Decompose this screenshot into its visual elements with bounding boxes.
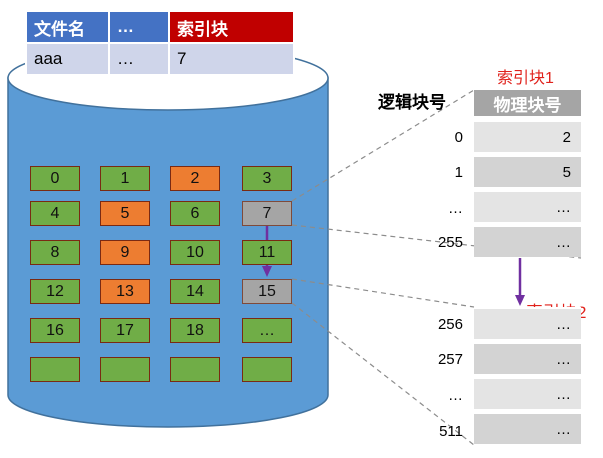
physical-cell: … (474, 307, 581, 339)
disk-block (100, 357, 150, 382)
disk-block (30, 357, 80, 382)
logical-number: 0 (454, 129, 463, 146)
disk-block: 16 (30, 318, 80, 343)
disk-block (170, 357, 220, 382)
cell-filename: aaa (25, 42, 110, 76)
disk-block: 5 (100, 201, 150, 226)
logical-number: 256 (437, 316, 463, 333)
disk-block: 7 (242, 201, 292, 226)
physical-cell: … (474, 225, 581, 257)
disk-block: 9 (100, 240, 150, 265)
cell-ellipsis: … (108, 42, 170, 76)
connector-line (291, 224, 582, 259)
header-filename: 文件名 (25, 10, 110, 44)
logical-number: 255 (437, 234, 463, 251)
table-row: aaa … 7 (25, 42, 295, 76)
logical-number: … (448, 387, 463, 404)
disk-block: 12 (30, 279, 80, 304)
logical-block-header: 逻辑块号 (378, 93, 446, 112)
physical-block-header: 物理块号 (474, 90, 581, 116)
physical-cell: … (474, 342, 581, 374)
disk-block: 6 (170, 201, 220, 226)
file-directory-table: 文件名 … 索引块 aaa … 7 (25, 10, 295, 76)
disk-block: 14 (170, 279, 220, 304)
header-ellipsis: … (108, 10, 170, 44)
disk-block: 8 (30, 240, 80, 265)
physical-cell: 5 (474, 155, 581, 187)
disk-block: 11 (242, 240, 292, 265)
connector-line (291, 278, 475, 308)
logical-number: 511 (439, 423, 463, 440)
logical-number: 257 (437, 351, 463, 368)
arrow-index1-to-index2 (515, 258, 525, 306)
disk-block: 3 (242, 166, 292, 191)
disk-block: 2 (170, 166, 220, 191)
physical-cell: … (474, 377, 581, 409)
disk-block: 18 (170, 318, 220, 343)
index-block-1-title: 索引块1 (497, 70, 554, 87)
logical-number: … (448, 200, 463, 217)
disk-block: 13 (100, 279, 150, 304)
disk-block: 15 (242, 279, 292, 304)
disk-block: 17 (100, 318, 150, 343)
physical-cell: … (474, 412, 581, 444)
disk-block: 4 (30, 201, 80, 226)
logical-number: 1 (454, 164, 463, 181)
cell-index-block: 7 (168, 42, 295, 76)
disk-block: 1 (100, 166, 150, 191)
header-index-block: 索引块 (168, 10, 295, 44)
physical-cell: … (474, 190, 581, 222)
physical-cell: 2 (474, 120, 581, 152)
disk-block: 10 (170, 240, 220, 265)
disk-block: 0 (30, 166, 80, 191)
table-header-row: 文件名 … 索引块 (25, 10, 295, 44)
connector-line (291, 302, 475, 446)
disk-block (242, 357, 292, 382)
disk-block: … (242, 318, 292, 343)
